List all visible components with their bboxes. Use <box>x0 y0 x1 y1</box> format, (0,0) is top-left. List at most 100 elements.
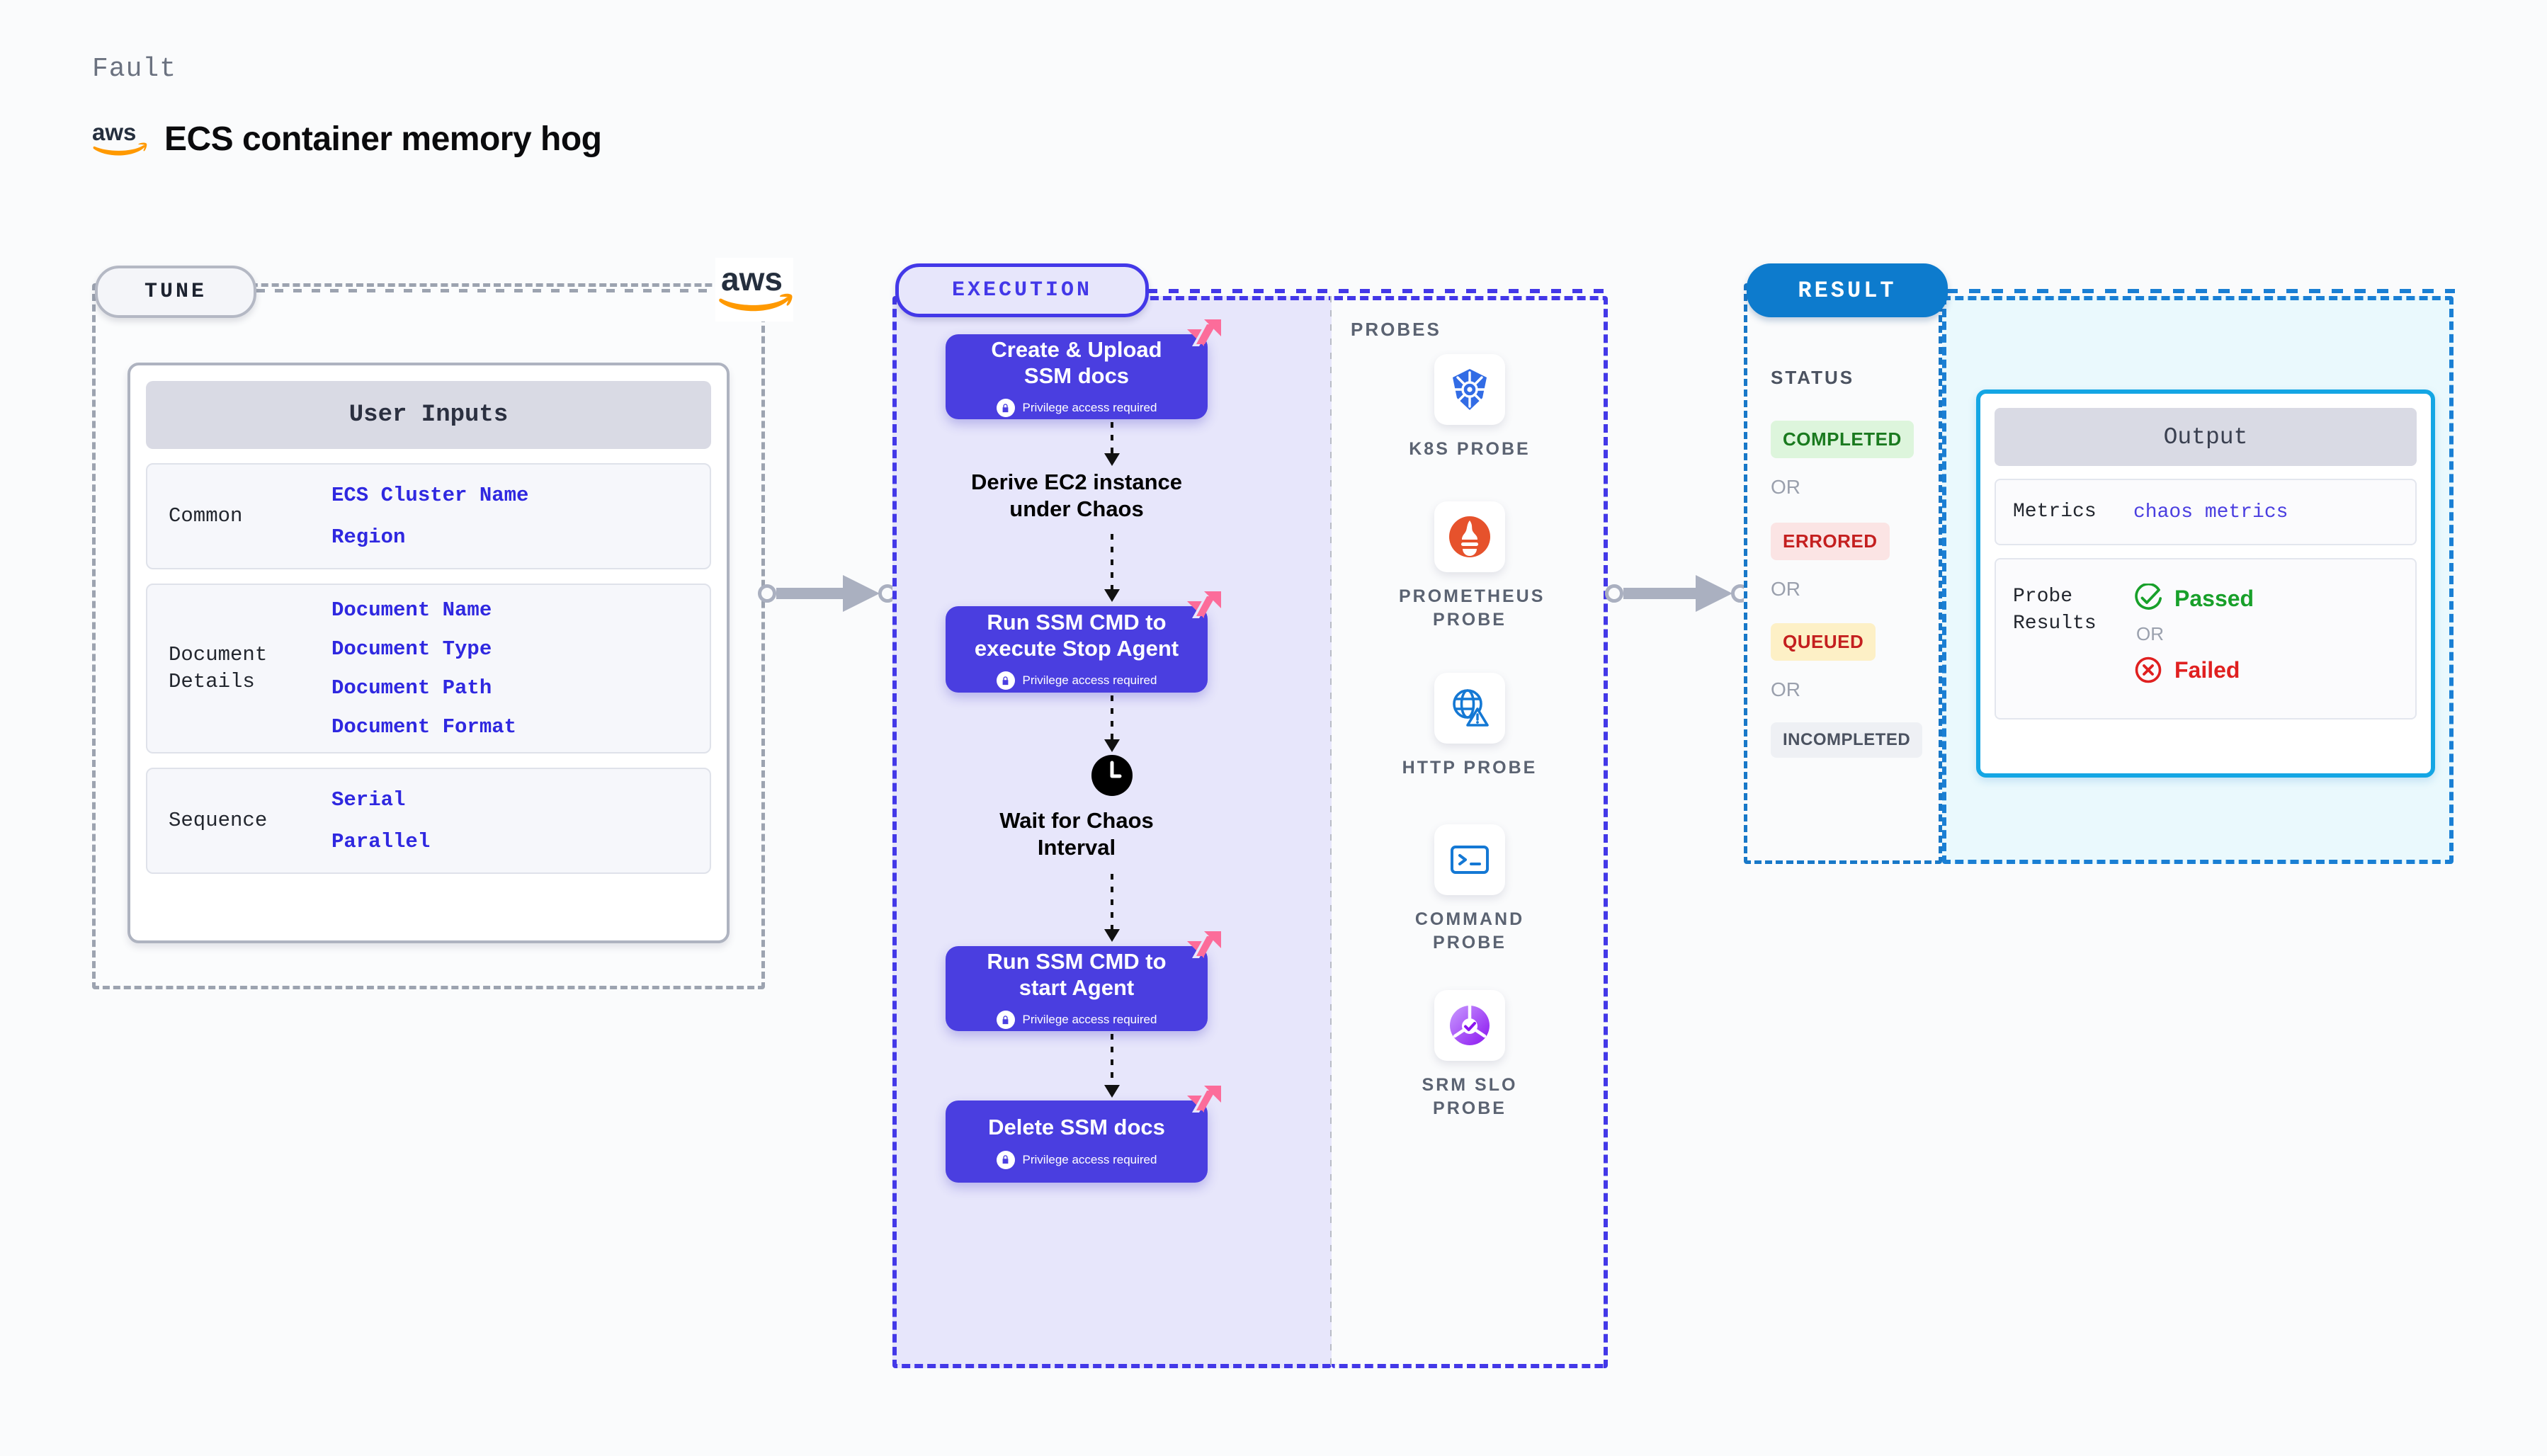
user-inputs-title: User Inputs <box>146 381 711 449</box>
page-title: ECS container memory hog <box>164 120 602 158</box>
status-badge-incompleted: INCOMPLETED <box>1771 722 1923 758</box>
stage-pill-result[interactable]: RESULT <box>1747 263 1948 317</box>
probe-item-command[interactable]: COMMAND PROBE <box>1399 824 1541 954</box>
execution-leader-line <box>1147 289 1608 293</box>
flow-arrow <box>1104 695 1120 752</box>
input-field-ecs-cluster-name[interactable]: ECS Cluster Name <box>331 484 529 507</box>
status-badge-errored: ERRORED <box>1771 523 1890 560</box>
input-field-region[interactable]: Region <box>331 525 406 549</box>
chaos-fault-badge-icon <box>1185 1084 1223 1122</box>
flow-arrow <box>1104 1034 1120 1098</box>
probe-label: K8S PROBE <box>1409 439 1531 459</box>
connector-line <box>1623 588 1697 599</box>
stage-pill-execution[interactable]: EXECUTION <box>895 263 1149 317</box>
chaos-fault-badge-icon <box>1185 589 1223 627</box>
privilege-note-text: Privilege access required <box>1022 401 1157 415</box>
status-badge-queued: QUEUED <box>1771 623 1876 661</box>
probe-label: HTTP PROBE <box>1402 758 1538 778</box>
probe-result-or-label: OR <box>2136 623 2164 644</box>
flow-node-delete-ssm-docs[interactable]: Delete SSM docs Privilege access require… <box>946 1086 1221 1183</box>
probe-result-passed: Passed <box>2133 584 2254 613</box>
clock-icon <box>1091 755 1133 796</box>
connector-arrowhead <box>1696 575 1732 612</box>
status-or-label: OR <box>1771 678 1800 700</box>
http-globe-icon <box>1434 673 1505 744</box>
flow-node-label: Delete SSM docs <box>988 1115 1165 1140</box>
input-field-document-format[interactable]: Document Format <box>331 715 517 739</box>
connector-endpoint <box>758 584 776 603</box>
chaos-fault-badge-icon <box>1185 929 1223 967</box>
lock-icon <box>996 399 1015 418</box>
result-leader-line <box>1946 289 2455 293</box>
status-badge-completed: COMPLETED <box>1771 421 1914 458</box>
chaos-fault-badge-icon <box>1185 317 1223 356</box>
probe-item-prometheus[interactable]: PROMETHEUS PROBE <box>1399 501 1545 631</box>
input-field-parallel[interactable]: Parallel <box>331 830 431 853</box>
probes-divider <box>1330 296 1332 1368</box>
svg-text:aws: aws <box>92 119 136 145</box>
page-title-row: aws ECS container memory hog <box>92 119 602 159</box>
connector-line <box>776 588 844 599</box>
probe-item-srm-slo[interactable]: SRM SLO PROBE <box>1399 990 1541 1120</box>
execution-panel <box>892 296 1332 1368</box>
output-value-chaos-metrics[interactable]: chaos metrics <box>2133 501 2288 523</box>
tune-leader-line <box>256 289 717 292</box>
prometheus-icon <box>1434 501 1505 572</box>
status-or-label: OR <box>1771 578 1800 600</box>
output-label-metrics: Metrics <box>2013 501 2097 523</box>
lock-icon <box>996 1011 1015 1030</box>
check-circle-icon <box>2133 584 2163 613</box>
user-input-section-common: Common ECS Cluster Name Region <box>146 463 711 569</box>
status-title: STATUS <box>1771 367 1855 388</box>
result-panel <box>1744 283 1942 864</box>
status-or-label: OR <box>1771 476 1800 498</box>
probe-item-http[interactable]: HTTP PROBE <box>1399 673 1541 780</box>
probe-result-passed-label: Passed <box>2174 585 2254 611</box>
privilege-note: Privilege access required <box>996 1150 1157 1169</box>
user-inputs-card: User Inputs Common ECS Cluster Name Regi… <box>127 363 730 943</box>
privilege-note-text: Privilege access required <box>1022 673 1157 688</box>
aws-logo-icon: aws <box>715 258 793 322</box>
page-kicker: Fault <box>92 54 177 84</box>
terminal-icon <box>1434 824 1505 895</box>
flow-arrow <box>1104 534 1120 602</box>
connector-endpoint <box>1605 584 1623 603</box>
input-field-document-type[interactable]: Document Type <box>331 637 492 661</box>
kubernetes-icon <box>1434 354 1505 425</box>
section-label: Common <box>169 504 243 528</box>
section-label: Sequence <box>169 808 268 832</box>
input-field-serial[interactable]: Serial <box>331 788 406 812</box>
connector-tune-to-execution <box>758 575 897 612</box>
probe-label: PROMETHEUS PROBE <box>1399 586 1545 630</box>
probe-label: COMMAND PROBE <box>1414 909 1525 952</box>
aws-logo-icon: aws <box>92 119 147 159</box>
output-title: Output <box>1995 408 2417 466</box>
probes-title: PROBES <box>1351 319 1441 340</box>
privilege-note-text: Privilege access required <box>1022 1152 1157 1166</box>
input-field-document-path[interactable]: Document Path <box>331 676 492 700</box>
lock-icon <box>996 1150 1015 1169</box>
privilege-note-text: Privilege access required <box>1022 1013 1157 1027</box>
probe-result-failed-label: Failed <box>2174 656 2240 683</box>
connector-arrowhead <box>843 575 880 612</box>
input-field-document-name[interactable]: Document Name <box>331 598 492 622</box>
output-row-metrics: Metrics chaos metrics <box>1995 479 2417 545</box>
stage-pill-tune[interactable]: TUNE <box>95 266 256 318</box>
user-input-section-sequence: Sequence Serial Parallel <box>146 768 711 874</box>
privilege-note: Privilege access required <box>996 671 1157 690</box>
probe-item-k8s[interactable]: K8S PROBE <box>1399 354 1541 461</box>
privilege-note: Privilege access required <box>996 399 1157 418</box>
